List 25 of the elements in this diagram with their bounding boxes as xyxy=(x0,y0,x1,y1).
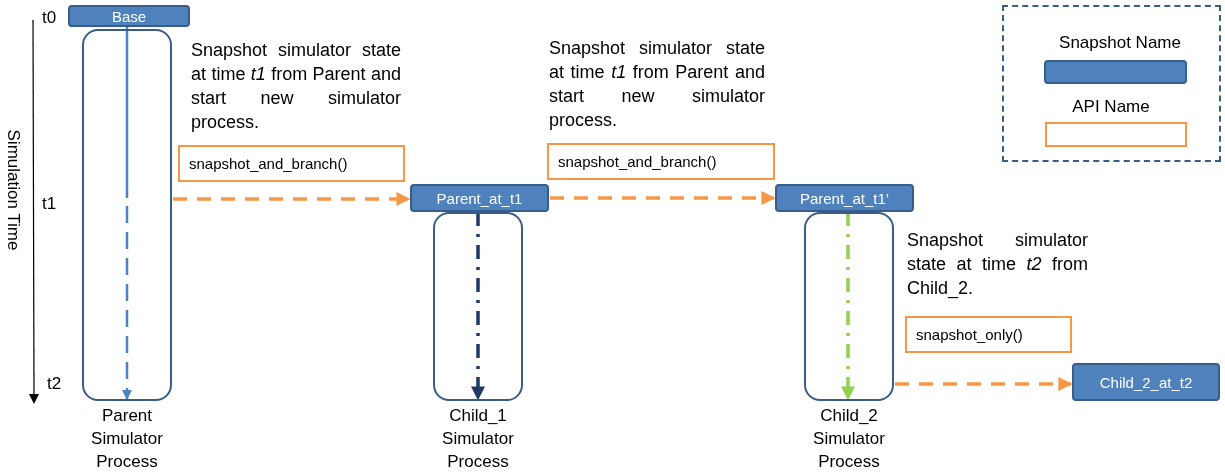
time-tick-label: t0 xyxy=(42,8,57,28)
api-box: snapshot_and_branch() xyxy=(178,145,405,182)
snapshot-bar: Parent_at_t1’ xyxy=(775,184,914,212)
arrow xyxy=(895,377,1073,391)
legend-label: Snapshot Name xyxy=(1058,33,1182,53)
api-box: snapshot_only() xyxy=(905,316,1072,353)
snapshot-bar: Parent_at_t1 xyxy=(410,184,549,212)
snapshot-bar: Base xyxy=(68,5,190,27)
arrow xyxy=(841,212,855,401)
time-tick-label: t2 xyxy=(47,374,62,394)
process-caption: Child_2 Simulator Process xyxy=(812,405,886,473)
api-description: Snapshot simulator state at time t1 from Parent and start new simulator process. xyxy=(191,39,401,134)
api-description: Snapshot simulator state at time t1 from Parent and start new simulator process. xyxy=(549,37,765,132)
axis-title: Simulation Time xyxy=(3,128,23,253)
process-caption: Child_1 Simulator Process xyxy=(441,405,515,473)
arrow xyxy=(550,191,776,205)
arrow xyxy=(471,212,485,401)
api-box: snapshot_and_branch() xyxy=(547,143,775,180)
api-description: Snapshot simulator state at time t2 from Child_2. xyxy=(907,229,1088,300)
legend-label: API Name xyxy=(1071,97,1151,117)
arrow xyxy=(173,192,411,206)
arrow xyxy=(122,27,132,400)
snapshot-bar: Child_2_at_t2 xyxy=(1072,363,1220,401)
process-caption: Parent Simulator Process xyxy=(90,405,164,473)
time-tick-label: t1 xyxy=(42,194,57,214)
